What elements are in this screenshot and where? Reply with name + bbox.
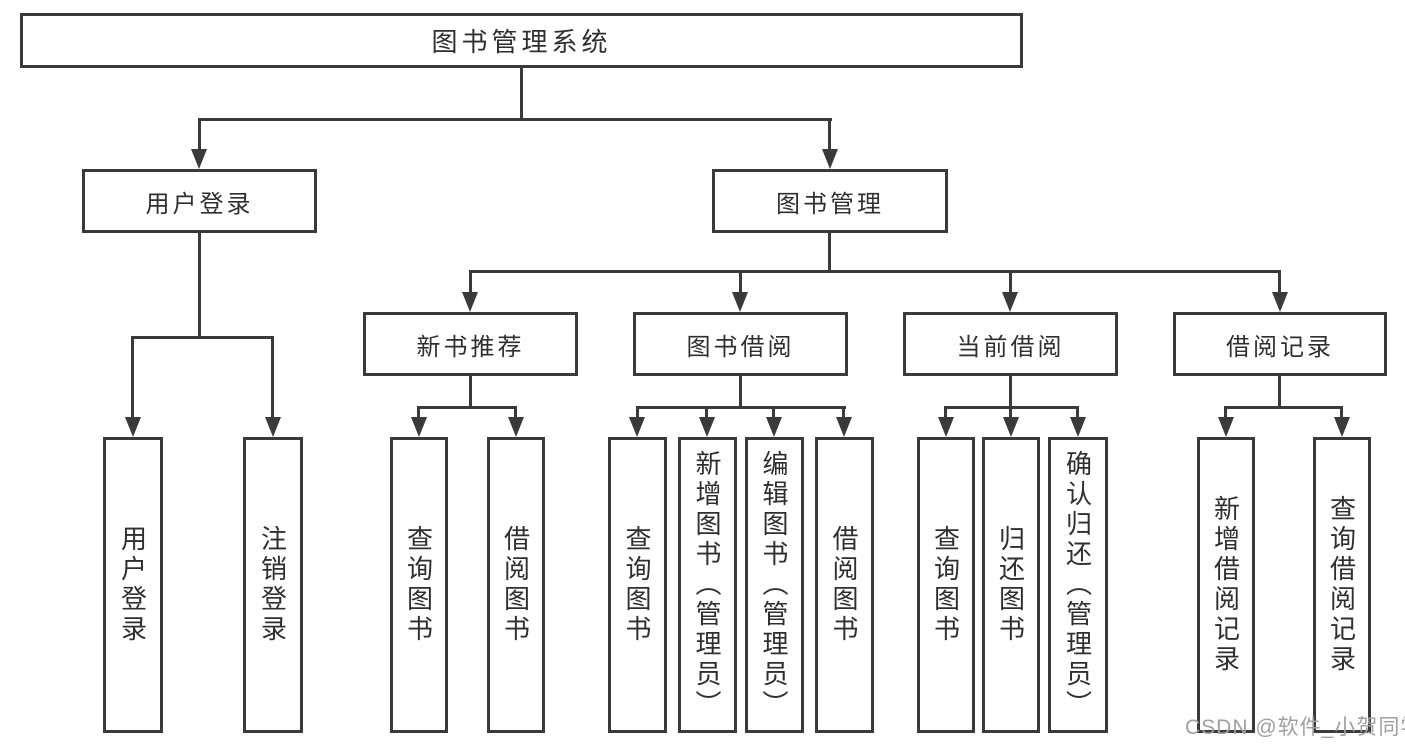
connector-root-stem (520, 68, 523, 118)
node-new-book-recommendation: 新书推荐 (363, 312, 578, 376)
node-leaf-return-books: 归还图书 (982, 437, 1040, 733)
connector-leaf-stem (1224, 406, 1227, 419)
connector-rec-branch (417, 406, 517, 409)
csdn-watermark: CSDN @软件_小贺同学 (1185, 716, 1405, 739)
connector-to-book-borrowing (739, 270, 742, 295)
arrow-down-icon (508, 417, 524, 437)
connector-bb-branch (636, 406, 846, 409)
arrow-down-icon (462, 292, 478, 312)
arrow-down-icon (265, 417, 281, 437)
connector-leaf-stem (772, 406, 775, 419)
connector-leaf-stem (705, 406, 708, 419)
connector-leaf-stem (636, 406, 639, 419)
arrow-down-icon (1003, 417, 1019, 437)
connector-user-login-stem (198, 233, 201, 339)
connector-book-mgmt-branch (469, 270, 1281, 273)
connector-leaf-stem (1076, 406, 1079, 419)
node-borrowing-records: 借阅记录 (1173, 312, 1387, 376)
node-leaf-logout: 注销登录 (243, 437, 303, 733)
node-leaf-confirm-return-admin: 确认归还（管理员） (1048, 437, 1108, 733)
arrow-down-icon (938, 417, 954, 437)
connector-leaf-stem (842, 406, 845, 419)
connector-book-mgmt-stem (828, 233, 831, 272)
connector-user-login-branch (131, 336, 274, 339)
node-book-borrowing: 图书借阅 (633, 312, 848, 376)
node-leaf-query-books-cb: 查询图书 (917, 437, 975, 733)
connector-to-leaf-user-login (131, 336, 134, 419)
arrow-down-icon (1070, 417, 1086, 437)
connector-cb-stem (1009, 376, 1012, 408)
node-leaf-add-books-admin: 新增图书（管理员） (678, 437, 737, 733)
connector-to-user-login (198, 118, 201, 152)
node-leaf-query-borrow-record: 查询借阅记录 (1313, 437, 1371, 733)
node-current-borrowing: 当前借阅 (903, 312, 1118, 376)
arrow-down-icon (411, 417, 427, 437)
connector-bb-stem (739, 376, 742, 408)
connector-leaf-stem (1009, 406, 1012, 419)
arrow-down-icon (1272, 292, 1288, 312)
node-leaf-edit-books-admin: 编辑图书（管理员） (745, 437, 804, 733)
connector-leaf-stem (514, 406, 517, 419)
connector-leaf-stem (944, 406, 947, 419)
arrow-down-icon (732, 292, 748, 312)
arrow-down-icon (1002, 292, 1018, 312)
connector-leaf-stem (1340, 406, 1343, 419)
connector-to-current-borrowing (1009, 270, 1012, 295)
arrow-down-icon (699, 417, 715, 437)
connector-br-stem (1278, 376, 1281, 408)
arrow-down-icon (822, 149, 838, 169)
node-leaf-borrow-books-bb: 借阅图书 (815, 437, 874, 733)
arrow-down-icon (629, 417, 645, 437)
arrow-down-icon (1218, 417, 1234, 437)
connector-to-borrowing-records (1278, 270, 1281, 295)
node-user-login: 用户登录 (82, 169, 317, 233)
arrow-down-icon (191, 149, 207, 169)
node-leaf-user-login: 用户登录 (103, 437, 163, 733)
connector-leaf-stem (417, 406, 420, 419)
arrow-down-icon (836, 417, 852, 437)
node-leaf-query-books-rec: 查询图书 (390, 437, 448, 733)
node-leaf-add-borrow-record: 新增借阅记录 (1197, 437, 1255, 733)
connector-to-book-management (828, 118, 831, 152)
node-leaf-query-books-bb: 查询图书 (608, 437, 667, 733)
connector-to-leaf-logout (271, 336, 274, 419)
node-leaf-borrow-books-rec: 借阅图书 (487, 437, 545, 733)
arrow-down-icon (766, 417, 782, 437)
connector-br-branch (1224, 406, 1343, 409)
node-library-management-system: 图书管理系统 (20, 13, 1023, 68)
connector-root-branch (198, 118, 832, 121)
node-book-management: 图书管理 (712, 169, 948, 233)
connector-rec-stem (469, 376, 472, 408)
connector-to-new-book-rec (469, 270, 472, 295)
arrow-down-icon (125, 417, 141, 437)
arrow-down-icon (1334, 417, 1350, 437)
